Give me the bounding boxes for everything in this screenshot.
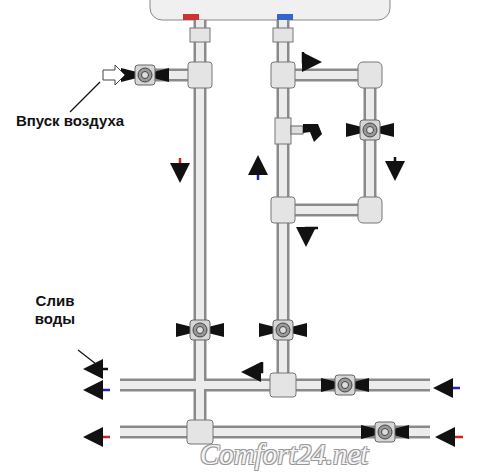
pipes <box>120 20 430 432</box>
fittings <box>187 28 382 444</box>
watermark: Comfort24.net <box>200 438 470 471</box>
drain-label: Слив воды <box>20 292 90 328</box>
water-heater <box>150 0 390 20</box>
air-intake-label: Впуск воздуха <box>14 112 126 130</box>
